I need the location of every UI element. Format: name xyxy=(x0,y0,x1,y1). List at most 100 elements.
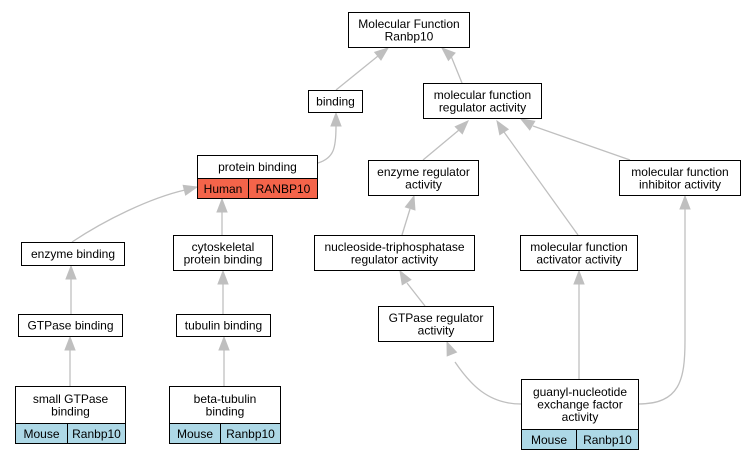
term-label: protein binding xyxy=(218,160,297,174)
term-box xyxy=(15,386,126,424)
edge-gtpase-binding-to-enzyme-binding xyxy=(65,264,77,314)
gene-label: Ranbp10 xyxy=(583,433,632,447)
edge-line xyxy=(335,55,379,91)
species-label: Human xyxy=(204,182,243,196)
arrowhead-icon xyxy=(440,47,456,62)
arrowhead-icon xyxy=(496,119,510,136)
term-box xyxy=(308,90,363,113)
gene-label: RANBP10 xyxy=(256,182,311,196)
edge-line xyxy=(317,125,337,164)
term-label: enzyme binding xyxy=(31,247,115,261)
arrowhead-icon xyxy=(330,111,342,127)
go-term-binding[interactable]: binding xyxy=(308,90,363,113)
term-label: small GTPase xyxy=(33,392,109,406)
gene-cell xyxy=(220,423,281,444)
edge-small-gtpase-to-gtpase-binding xyxy=(64,335,76,386)
term-label: exchange factor xyxy=(537,398,622,412)
term-box xyxy=(619,160,741,196)
arrowhead-icon xyxy=(216,197,228,213)
gene-label: Ranbp10 xyxy=(226,427,275,441)
edge-cytoskeletal-to-protein-binding xyxy=(216,197,228,235)
edge-line xyxy=(406,282,426,307)
term-label: binding xyxy=(206,404,245,418)
term-box xyxy=(176,314,271,337)
edge-line xyxy=(422,129,460,161)
go-term-tubulin-binding[interactable]: tubulin binding xyxy=(176,314,271,337)
term-label: GTPase regulator xyxy=(389,311,484,325)
edge-mf-activator-to-mf-regulator xyxy=(496,119,579,236)
edge-binding-to-mf-root xyxy=(335,47,390,91)
term-label: cytoskeletal xyxy=(192,240,255,254)
edge-protein-binding-to-binding xyxy=(317,111,342,164)
gene-cell xyxy=(576,429,639,450)
arrowhead-icon xyxy=(217,269,229,285)
edge-layer xyxy=(64,47,691,405)
term-box xyxy=(423,83,542,119)
term-box xyxy=(21,242,125,266)
term-label: beta-tubulin xyxy=(194,392,257,406)
edge-guanyl-to-mf-inhibitor xyxy=(637,194,691,405)
arrowhead-icon xyxy=(446,340,458,357)
term-label: molecular function xyxy=(631,165,728,179)
gene-label: Ranbp10 xyxy=(72,427,121,441)
arrowhead-icon xyxy=(64,335,76,351)
species-label: Mouse xyxy=(23,427,59,441)
arrowhead-icon xyxy=(679,194,691,210)
term-label: regulator activity xyxy=(439,100,526,114)
arrowhead-icon xyxy=(182,184,199,196)
edge-line xyxy=(454,361,522,405)
term-label: binding xyxy=(51,404,90,418)
term-label: guanyl-nucleotide xyxy=(533,385,627,399)
term-label: protein binding xyxy=(184,252,263,266)
go-term-gtpase-binding[interactable]: GTPase binding xyxy=(18,314,123,337)
go-term-enzyme-binding[interactable]: enzyme binding xyxy=(21,242,125,266)
edge-line xyxy=(401,208,411,236)
gene-annotation[interactable]: Mouse Ranbp10 xyxy=(521,429,639,450)
term-label: activity xyxy=(405,177,442,191)
term-label: nucleoside-triphosphatase xyxy=(324,240,464,254)
arrowhead-icon xyxy=(399,269,412,286)
term-box xyxy=(368,160,479,196)
edge-enzyme-binding-to-protein-binding xyxy=(71,184,199,243)
species-label: Mouse xyxy=(531,433,567,447)
species-label: Mouse xyxy=(177,427,213,441)
gene-cell xyxy=(248,178,318,199)
edge-line xyxy=(71,189,186,243)
edge-mf-inhibitor-to-mf-regulator xyxy=(519,118,631,161)
edge-guanyl-to-gtpase-regulator xyxy=(446,340,522,405)
edge-enzyme-regulator-to-mf-regulator xyxy=(422,120,469,161)
arrowhead-icon xyxy=(573,269,585,285)
term-label: molecular function xyxy=(530,240,627,254)
term-box xyxy=(521,379,639,430)
gene-cell xyxy=(67,423,126,444)
term-label: Molecular Function xyxy=(358,17,459,31)
term-label: GTPase binding xyxy=(27,319,113,333)
term-label: activity xyxy=(562,410,599,424)
term-label: Ranbp10 xyxy=(385,29,434,43)
term-box xyxy=(314,235,475,271)
term-box xyxy=(173,235,273,271)
gene-annotation[interactable]: Mouse Ranbp10 xyxy=(169,423,281,444)
arrowhead-icon xyxy=(454,120,469,135)
edge-line xyxy=(637,209,686,405)
edge-tubulin-binding-to-cytoskeletal xyxy=(217,269,229,314)
gene-annotation[interactable]: Human RANBP10 xyxy=(197,178,318,199)
term-label: tubulin binding xyxy=(185,319,262,333)
term-label: inhibitor activity xyxy=(639,177,721,191)
edge-line xyxy=(503,131,579,236)
gene-annotation[interactable]: Mouse Ranbp10 xyxy=(15,423,126,444)
